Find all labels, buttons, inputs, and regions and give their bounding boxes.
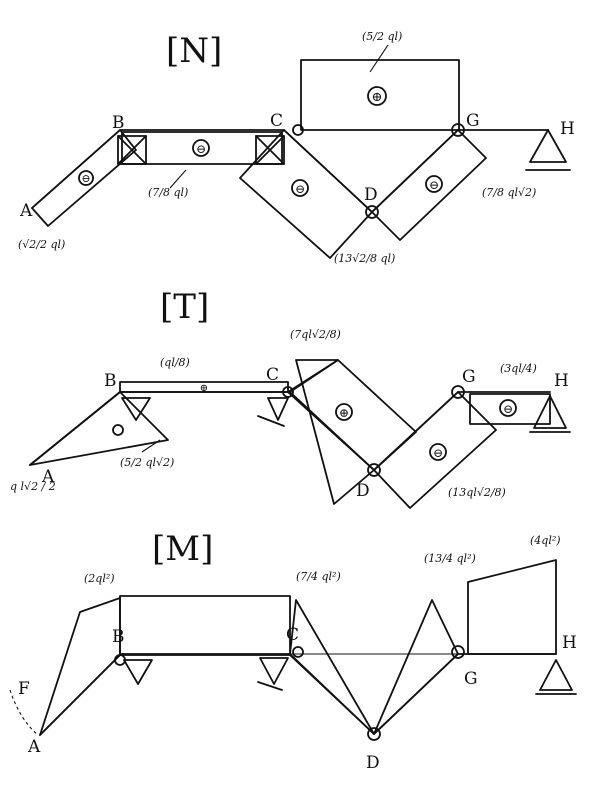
n-bc-region xyxy=(121,131,283,165)
t-support-h xyxy=(529,395,571,433)
n-point-c: C xyxy=(270,111,283,131)
t-point-a: A xyxy=(41,467,55,487)
n-diagram-title: [N] xyxy=(166,31,222,71)
t-hinge-d xyxy=(367,463,381,477)
n-support-c xyxy=(255,135,285,165)
n-cd-label: (13√2/8 ql) xyxy=(334,252,395,265)
m-c-label: (7/4 ql²) xyxy=(296,570,341,583)
t-bc-label: (ql/8) xyxy=(160,356,190,369)
normal-force-diagram: [N] ⊕ (5/2 ql) ⊖ (7/8 ql) ⊖ (√2/2 ql) ⊖ … xyxy=(18,30,575,265)
t-cd-region xyxy=(289,359,417,471)
n-ab-label: (√2/2 ql) xyxy=(18,238,65,251)
n-point-h: H xyxy=(560,119,575,139)
n-dg-sign: ⊖ xyxy=(429,178,439,192)
n-cg-region xyxy=(300,59,460,131)
t-a-label: q l√2 / 2 xyxy=(10,480,56,493)
t-point-g: G xyxy=(462,367,476,387)
t-gh-sign: ⊖ xyxy=(503,402,513,416)
n-point-g: G xyxy=(466,111,480,131)
m-h-label: (4ql²) xyxy=(530,534,561,547)
n-hinge-c xyxy=(292,124,304,136)
m-support-c xyxy=(257,657,289,691)
n-ab-sign: ⊖ xyxy=(81,172,90,185)
n-ab-minus xyxy=(78,170,94,186)
bending-moment-diagram: [M] F (2ql²) (7/4 ql²) (13/4 ql²) (4ql²) xyxy=(9,529,577,773)
m-point-d: D xyxy=(366,753,380,773)
n-hinge-d xyxy=(365,205,379,219)
n-support-b xyxy=(117,135,147,165)
t-ab-label: (5/2 ql√2) xyxy=(120,456,174,469)
t-support-c xyxy=(257,397,289,427)
t-dg-label: (13ql√2/8) xyxy=(448,486,506,499)
t-point-d: D xyxy=(356,481,370,501)
t-diagram-title: [T] xyxy=(160,287,209,327)
t-cd-plus xyxy=(335,403,353,421)
n-point-d: D xyxy=(364,185,378,205)
m-point-g: G xyxy=(464,669,478,689)
n-cd-sign: ⊖ xyxy=(295,182,305,196)
n-plus-sign xyxy=(367,86,387,106)
t-hinge-c xyxy=(282,386,294,398)
m-f-arc xyxy=(9,689,39,736)
m-point-a: A xyxy=(27,737,41,757)
t-support-b xyxy=(112,397,151,436)
n-top-label: (5/2 ql) xyxy=(362,30,402,43)
m-hinge-g xyxy=(451,645,465,659)
n-hinge-g xyxy=(451,123,465,137)
t-cd-sign: ⊕ xyxy=(339,406,349,420)
m-point-f: F xyxy=(18,679,30,699)
n-bc-label: (7/8 ql) xyxy=(148,186,188,199)
m-point-h: H xyxy=(562,633,577,653)
t-point-b: B xyxy=(104,371,117,391)
shear-force-diagram: [T] ⊕ (ql/8) q l√2 / 2 (5/2 ql√2) ⊕ (7ql… xyxy=(10,287,571,509)
t-point-c: C xyxy=(266,365,279,385)
m-diagram-title: [M] xyxy=(152,529,213,569)
m-support-h xyxy=(535,659,577,695)
n-top-sign: ⊕ xyxy=(372,90,383,105)
n-support-h xyxy=(525,129,571,171)
n-cd-minus xyxy=(291,179,309,197)
m-hinge-c xyxy=(292,646,304,658)
m-gh-region xyxy=(467,559,557,655)
t-structure-axis xyxy=(29,391,551,471)
t-gh-minus xyxy=(499,399,517,417)
n-dg-minus xyxy=(425,175,443,193)
t-ab-leader xyxy=(141,439,161,453)
n-top-leader xyxy=(369,44,389,73)
m-support-b xyxy=(114,654,153,685)
m-g-label: (13/4 ql²) xyxy=(424,552,476,565)
t-dg-sign: ⊖ xyxy=(433,446,443,460)
t-cd-label: (7ql√2/8) xyxy=(290,328,341,341)
n-bc-minus xyxy=(192,139,210,157)
t-gh-region xyxy=(469,393,551,425)
t-hinge-g xyxy=(451,385,465,399)
m-hinge-d xyxy=(367,727,381,741)
t-point-h: H xyxy=(554,371,569,391)
m-bc-region xyxy=(119,595,291,655)
t-bc-sign: ⊕ xyxy=(200,383,208,394)
m-structure-axis xyxy=(39,653,557,736)
n-structure-axis xyxy=(31,129,549,213)
t-dg-minus xyxy=(429,443,447,461)
n-point-a: A xyxy=(19,201,33,221)
m-point-c: C xyxy=(286,625,299,645)
n-dg-label: (7/8 ql√2) xyxy=(482,186,536,199)
n-bc-leader xyxy=(169,169,187,189)
n-bc-sign: ⊖ xyxy=(196,142,206,156)
t-gh-label: (3ql/4) xyxy=(500,362,537,375)
m-point-b: B xyxy=(112,627,125,647)
n-point-b: B xyxy=(112,113,125,133)
m-b-label: (2ql²) xyxy=(84,572,115,585)
